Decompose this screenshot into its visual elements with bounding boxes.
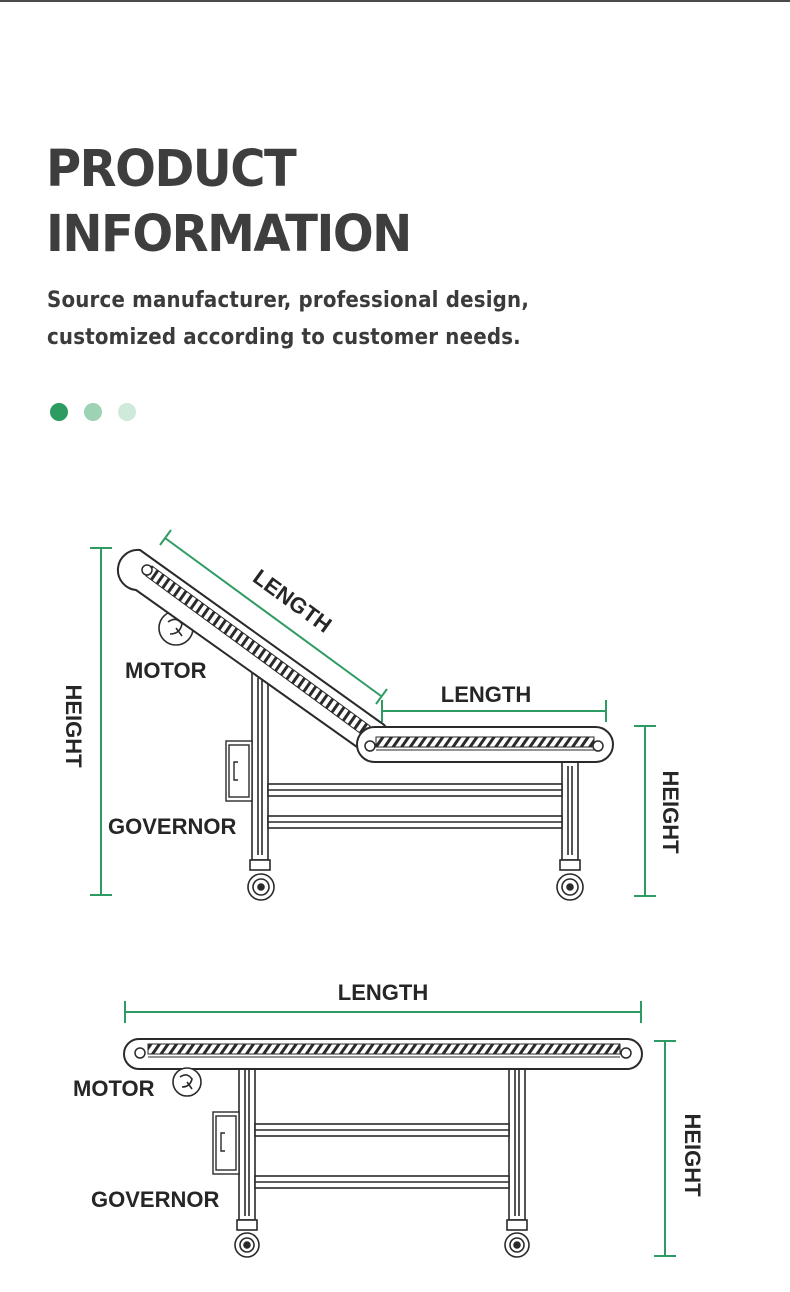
top-rule: [0, 0, 790, 2]
governor-label: GOVERNOR: [91, 1187, 219, 1212]
wheel-icon: [234, 1219, 260, 1258]
length-label: LENGTH: [338, 980, 428, 1005]
height-dimension-right: [634, 725, 656, 897]
motor-label: MOTOR: [73, 1076, 155, 1101]
length-label-incline: LENGTH: [248, 564, 336, 637]
wheel-icon: [556, 859, 584, 901]
pager-dot-3[interactable]: [118, 403, 136, 421]
height-dimension: [654, 1040, 676, 1257]
governor-box: [212, 1111, 240, 1175]
length-dimension-incline: [159, 529, 388, 705]
flat-belt: [123, 1038, 643, 1070]
flat-conveyor-diagram: LENGTH HEIGHT: [73, 980, 705, 1258]
pager-dot-1[interactable]: [50, 403, 68, 421]
height-label: HEIGHT: [680, 1113, 705, 1197]
wheel-icon: [247, 859, 275, 901]
governor-label: GOVERNOR: [108, 814, 236, 839]
page-title-line1: PRODUCT: [46, 139, 297, 199]
pager-dot-2[interactable]: [84, 403, 102, 421]
height-label-left: HEIGHT: [61, 684, 86, 768]
inclined-frame: [251, 671, 579, 861]
motor-label: MOTOR: [125, 658, 207, 683]
subtitle-line1: Source manufacturer, professional design…: [47, 288, 530, 313]
length-label-flat: LENGTH: [441, 682, 531, 707]
governor-box: [225, 740, 253, 802]
wheel-icon: [504, 1219, 530, 1258]
incline-belt: [116, 548, 390, 757]
inclined-conveyor-diagram: HEIGHT LENGTH LENGTH HEIGHT: [61, 529, 683, 901]
length-dimension-flat: [381, 700, 607, 722]
subtitle-line2: customized according to customer needs.: [47, 325, 521, 350]
height-dimension-left: [90, 547, 112, 896]
flat-belt: [356, 726, 614, 763]
motor-icon: [172, 1067, 202, 1097]
flat-frame: [238, 1065, 526, 1221]
page-title-line2: INFORMATION: [46, 204, 412, 264]
height-label-right: HEIGHT: [658, 770, 683, 854]
length-dimension: [124, 1001, 642, 1023]
